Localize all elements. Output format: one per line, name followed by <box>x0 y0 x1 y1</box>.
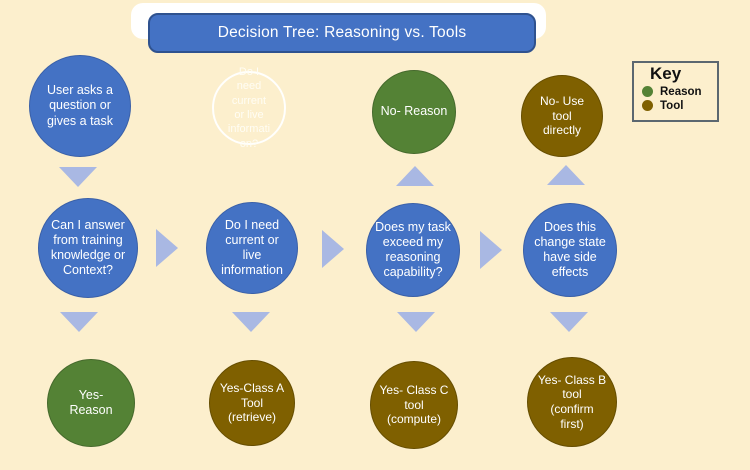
node-no-reason: No- Reason <box>372 70 456 154</box>
node-no-use-tool: No- Use tool directly <box>521 75 603 157</box>
node-user-task: User asks a question or gives a task <box>29 55 131 157</box>
legend-item-tool: Tool <box>642 100 713 112</box>
node-can-i-answer: Can I answer from training knowledge or … <box>38 198 138 298</box>
down-arrow-icon <box>232 312 270 332</box>
node-class-b-tool: Yes- Class B tool (confirm first) <box>527 357 617 447</box>
tool-color-dot-icon <box>642 100 653 112</box>
node-ghost-question: Do I need current or live informati on? <box>212 66 286 150</box>
node-exceed-reasoning: Does my task exceed my reasoning capabil… <box>366 203 460 297</box>
up-arrow-icon <box>396 166 434 186</box>
down-arrow-icon <box>60 312 98 332</box>
node-side-effects: Does this change state have side effects <box>523 203 617 297</box>
legend: Key Reason Tool <box>632 61 719 122</box>
right-arrow-icon <box>156 229 178 267</box>
node-class-a-tool: Yes-Class A Tool (retrieve) <box>209 360 295 446</box>
up-arrow-icon <box>547 165 585 185</box>
right-arrow-icon <box>480 231 502 269</box>
down-arrow-icon <box>59 167 97 187</box>
node-need-current-info: Do I need current or live information <box>206 202 298 294</box>
legend-title: Key <box>650 64 682 83</box>
reason-color-dot-icon <box>642 86 653 98</box>
node-yes-reason: Yes- Reason <box>47 359 135 447</box>
page-title: Decision Tree: Reasoning vs. Tools <box>148 13 536 53</box>
right-arrow-icon <box>322 230 344 268</box>
down-arrow-icon <box>550 312 588 332</box>
node-class-c-tool: Yes- Class C tool (compute) <box>370 361 458 449</box>
legend-label-tool: Tool <box>660 99 684 112</box>
legend-item-reason: Reason <box>642 86 713 98</box>
down-arrow-icon <box>397 312 435 332</box>
legend-label-reason: Reason <box>660 85 702 98</box>
